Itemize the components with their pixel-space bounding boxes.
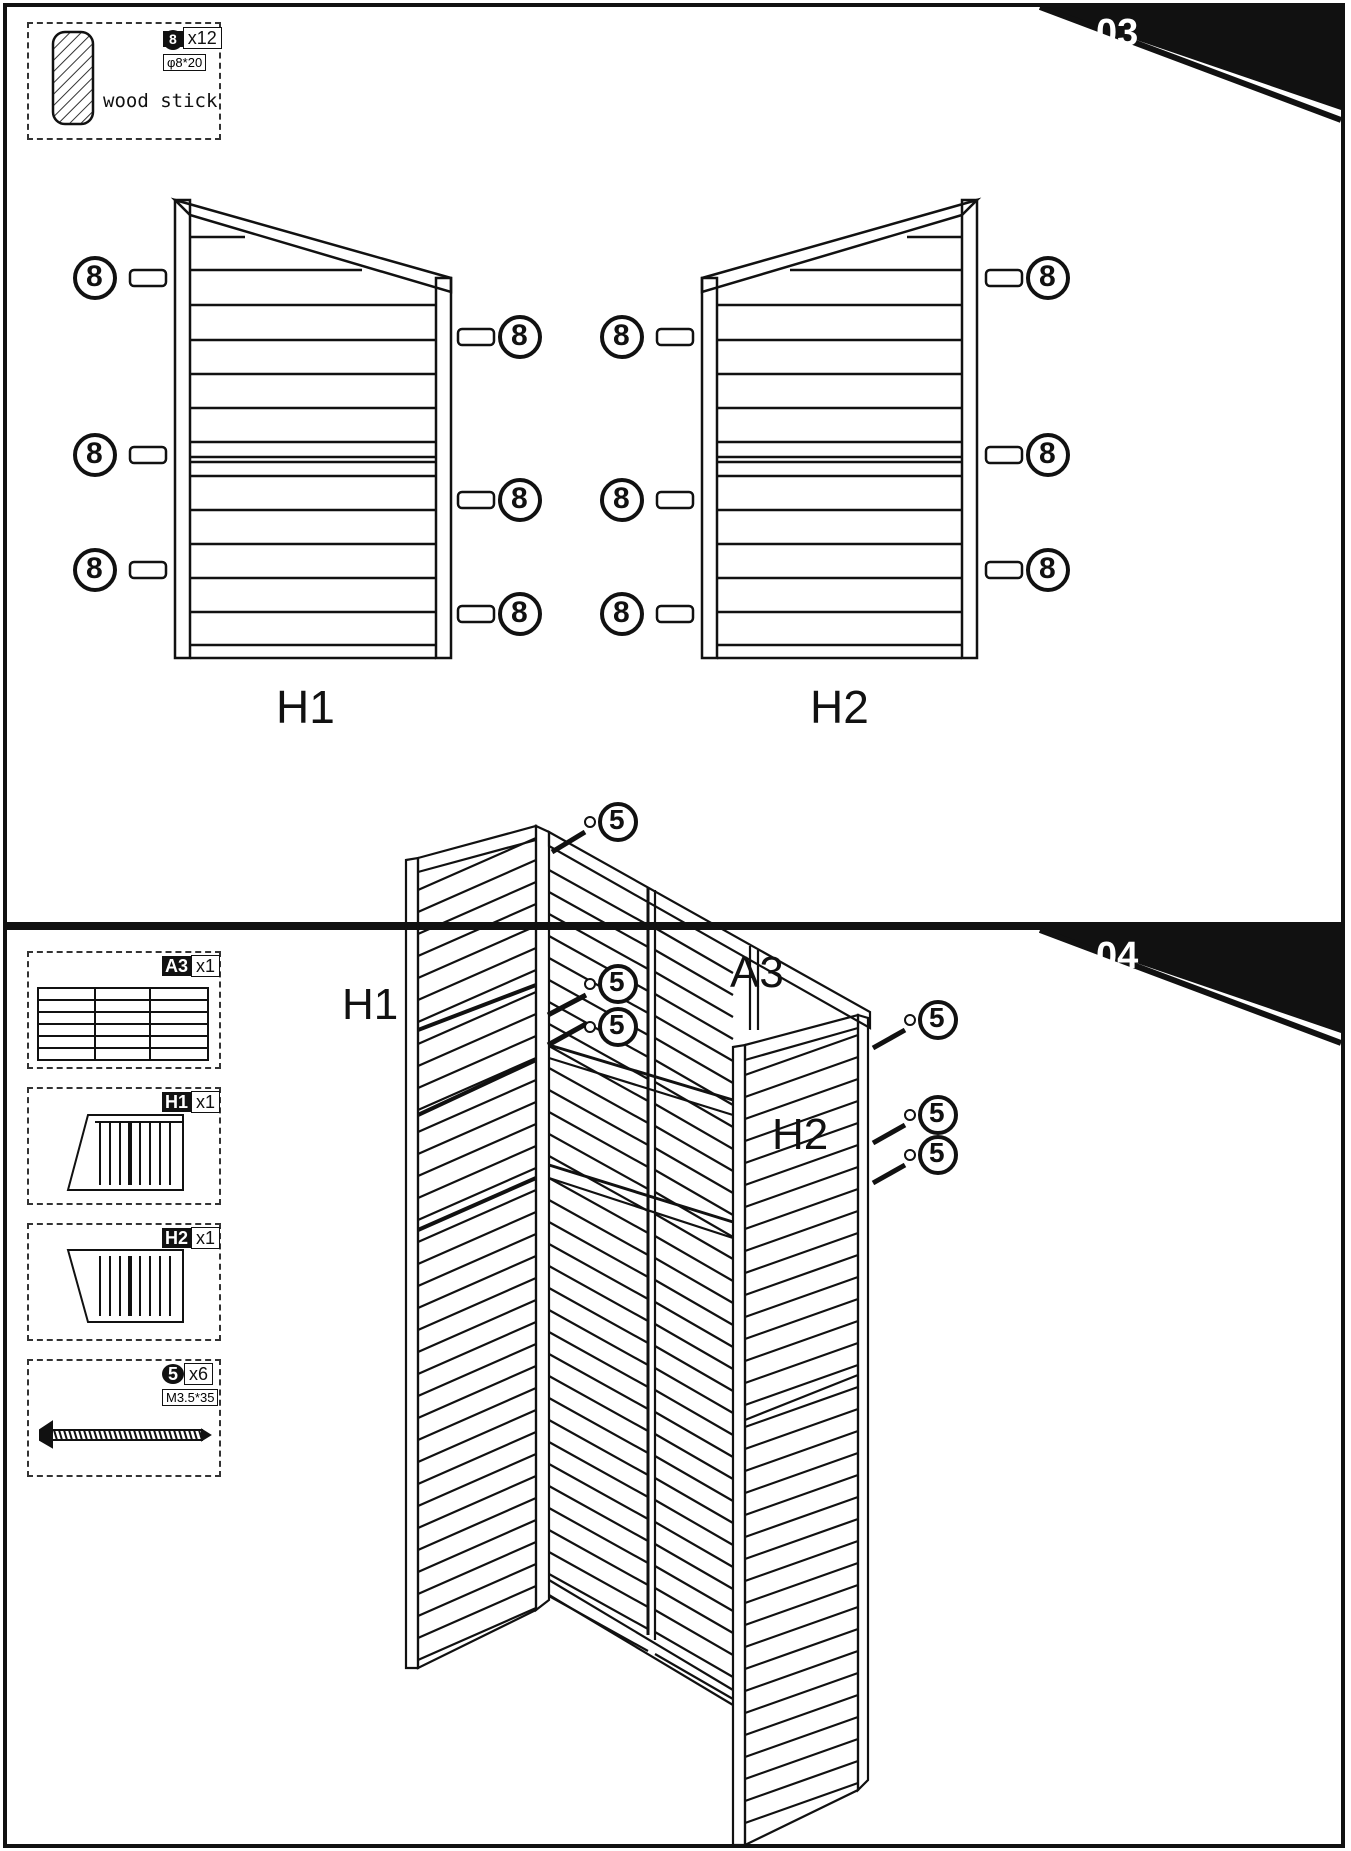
part-count-a3: x1 xyxy=(191,955,221,977)
part-id-8: 8 xyxy=(163,31,183,47)
part-count-5: x6 xyxy=(184,1363,214,1385)
callout-number-8: 8 xyxy=(1039,260,1056,293)
part-name-wood-stick: wood stick xyxy=(103,90,218,112)
label-h2: H2 xyxy=(810,681,869,733)
callout-number-8: 8 xyxy=(86,260,103,293)
callout-number-5: 5 xyxy=(609,966,625,997)
callout-number-8: 8 xyxy=(511,482,528,515)
part-count-8: x12 xyxy=(182,27,222,49)
parts-box-h1 xyxy=(27,1087,221,1205)
label-h1: H1 xyxy=(276,681,335,733)
part-id-h2: H2 xyxy=(162,1228,192,1248)
callout-number-8: 8 xyxy=(1039,437,1056,470)
step-number-03: 03 xyxy=(1096,12,1139,54)
label-h2-step4: H2 xyxy=(772,1110,829,1159)
part-id-h1: H1 xyxy=(162,1092,192,1112)
callout-number-5: 5 xyxy=(609,1009,625,1040)
part-count-h1: x1 xyxy=(191,1091,221,1113)
part-size-5: M3.5*35 xyxy=(162,1389,219,1406)
part-count-h2: x1 xyxy=(191,1227,221,1249)
label-a3-step4: A3 xyxy=(730,948,784,997)
step-03-panel xyxy=(3,3,1345,926)
part-size-8: φ8*20 xyxy=(163,54,207,71)
callout-number-8: 8 xyxy=(613,319,630,352)
step-number-04-top: 04 xyxy=(1096,935,1139,977)
part-id-5: 5 xyxy=(162,1364,185,1384)
parts-box-wood-stick xyxy=(27,22,221,140)
callout-number-5: 5 xyxy=(929,1097,945,1128)
parts-box-screw xyxy=(27,1359,221,1477)
callout-number-8: 8 xyxy=(1039,552,1056,585)
label-h1-step4: H1 xyxy=(342,980,399,1029)
parts-box-a3 xyxy=(27,951,221,1069)
callout-number-5: 5 xyxy=(609,804,625,835)
callout-number-8: 8 xyxy=(613,482,630,515)
part-id-a3: A3 xyxy=(162,956,192,976)
callout-number-8: 8 xyxy=(86,552,103,585)
callout-number-5: 5 xyxy=(929,1137,945,1168)
callout-number-8: 8 xyxy=(86,437,103,470)
parts-box-h2 xyxy=(27,1223,221,1341)
callout-number-8: 8 xyxy=(511,319,528,352)
callout-number-8: 8 xyxy=(511,596,528,629)
callout-number-5: 5 xyxy=(929,1002,945,1033)
callout-number-8: 8 xyxy=(613,596,630,629)
